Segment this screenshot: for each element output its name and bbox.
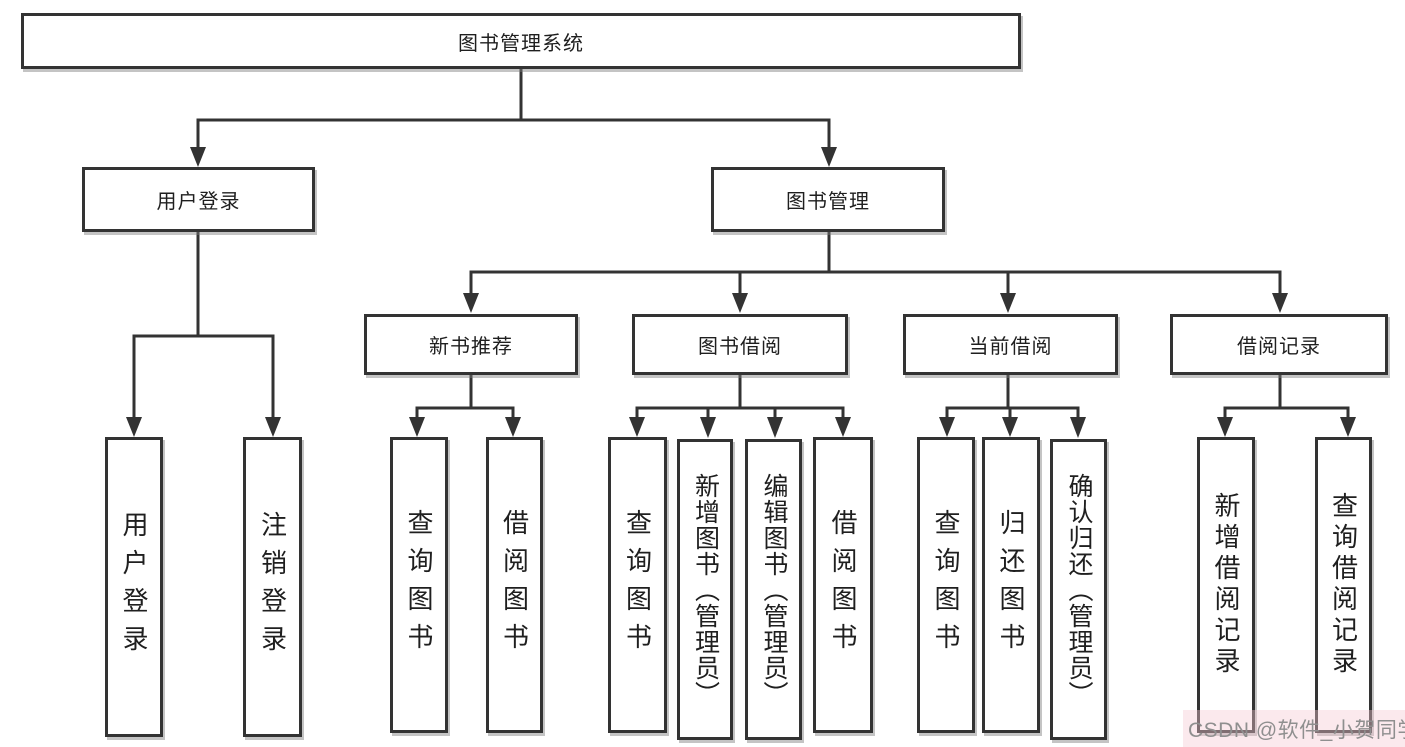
leaf-query-books-current-label: 查询图书 — [931, 509, 961, 661]
leaf-query-books-recommend: 查询图书 — [390, 437, 448, 733]
leaf-return-book: 归还图书 — [982, 437, 1040, 733]
leaf-user-login-label: 用户登录 — [119, 511, 149, 663]
leaf-borrow-books-label: 借阅图书 — [828, 509, 858, 661]
node-root: 图书管理系统 — [21, 13, 1021, 69]
leaf-add-borrow-record: 新增借阅记录 — [1197, 437, 1255, 733]
leaf-user-login: 用户登录 — [105, 437, 163, 737]
watermark-background — [1183, 710, 1405, 747]
leaf-query-books-current: 查询图书 — [917, 437, 975, 733]
leaf-add-book-admin: 新增图书（管理员） — [677, 439, 733, 740]
node-book-borrow: 图书借阅 — [632, 314, 848, 375]
leaf-query-books-recommend-label: 查询图书 — [404, 509, 434, 661]
leaf-return-book-label: 归还图书 — [996, 509, 1026, 661]
leaf-edit-book-admin-label: 编辑图书（管理员） — [760, 472, 788, 707]
leaf-borrow-books: 借阅图书 — [813, 437, 873, 733]
node-user-login-branch: 用户登录 — [82, 167, 315, 232]
leaf-query-books-borrow-label: 查询图书 — [622, 509, 653, 661]
leaf-borrow-books-recommend: 借阅图书 — [486, 437, 543, 733]
leaf-add-borrow-record-label: 新增借阅记录 — [1211, 492, 1241, 678]
leaf-query-borrow-record-label: 查询借阅记录 — [1328, 492, 1359, 678]
leaf-confirm-return-admin: 确认归还（管理员） — [1050, 439, 1107, 740]
node-borrow-records: 借阅记录 — [1170, 314, 1388, 375]
leaf-query-books-borrow: 查询图书 — [608, 437, 667, 733]
leaf-logout: 注销登录 — [243, 437, 302, 737]
leaf-logout-label: 注销登录 — [257, 511, 288, 663]
leaf-query-borrow-record: 查询借阅记录 — [1315, 437, 1372, 733]
node-new-book-recommend: 新书推荐 — [364, 314, 578, 375]
node-book-management: 图书管理 — [711, 167, 945, 232]
node-current-borrow: 当前借阅 — [903, 314, 1118, 375]
leaf-edit-book-admin: 编辑图书（管理员） — [745, 439, 802, 740]
leaf-borrow-books-recommend-label: 借阅图书 — [499, 509, 530, 661]
csdn-watermark: CSDN @软件_小贺同学 — [1188, 719, 1405, 742]
leaf-confirm-return-admin-label: 确认归还（管理员） — [1065, 472, 1093, 707]
leaf-add-book-admin-label: 新增图书（管理员） — [691, 472, 720, 707]
